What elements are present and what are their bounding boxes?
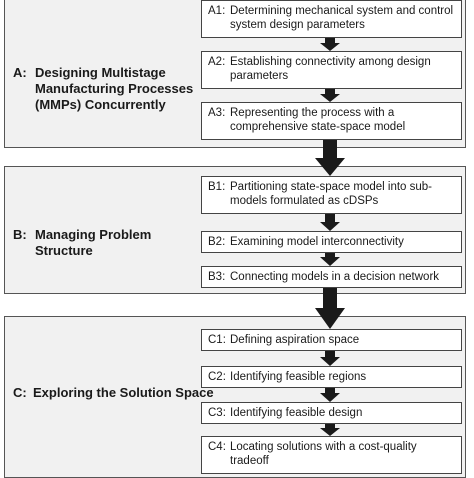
step-c4-code: C4: (208, 441, 226, 453)
section-a-title-line-2: Manufacturing Processes (35, 81, 194, 96)
section-c-title-line-1: Exploring the Solution Space (33, 385, 214, 400)
section-c-label: C: Exploring the Solution Space (13, 385, 214, 401)
step-c4: C4: Locating solutions with a cost-qualit… (201, 436, 462, 474)
step-b3-code: B3: (208, 271, 226, 283)
section-a-title-line-1: Designing Multistage (35, 65, 166, 80)
step-a1-code: A1: (208, 5, 226, 17)
step-c2-code: C2: (208, 371, 226, 383)
section-a-letter: A: (13, 65, 27, 80)
step-c1-code: C1: (208, 334, 226, 346)
step-c1-text: Defining aspiration space (230, 334, 360, 346)
step-a2-text: Establishing connectivity among design p… (230, 56, 431, 82)
step-b1: B1: Partitioning state-space model into s… (201, 176, 462, 214)
step-a3-text: Representing the process with a comprehe… (230, 107, 406, 133)
step-a2-code: A2: (208, 56, 226, 68)
step-b2-code: B2: (208, 236, 226, 248)
step-a2: A2: Establishing connectivity among desig… (201, 51, 462, 89)
section-b-letter: B: (13, 227, 27, 242)
section-b-title-line-2: Structure (35, 243, 93, 258)
step-c4-text: Locating solutions with a cost-quality t… (230, 441, 417, 467)
step-b1-code: B1: (208, 181, 226, 193)
step-a1-text: Determining mechanical system and contro… (230, 5, 454, 31)
step-b3-text: Connecting models in a decision network (230, 271, 440, 283)
section-a-label: A: Designing Multistage Manufacturing Pro… (13, 65, 193, 113)
step-c3-code: C3: (208, 407, 226, 419)
step-c3-text: Identifying feasible design (230, 407, 363, 419)
step-b3: B3: Connecting models in a decision netwo… (201, 266, 462, 288)
section-c-letter: C: (13, 385, 27, 400)
step-b2: B2: Examining model interconnectivity (201, 231, 462, 253)
step-b2-text: Examining model interconnectivity (230, 236, 404, 248)
step-c2-text: Identifying feasible regions (230, 371, 367, 383)
step-a3-code: A3: (208, 107, 226, 119)
section-a-title-line-3: (MMPs) Concurrently (35, 97, 166, 112)
step-b1-text: Partitioning state-space model into sub-… (230, 181, 432, 207)
step-c3: C3: Identifying feasible design (201, 402, 462, 424)
step-a3: A3: Representing the process with a compr… (201, 102, 462, 140)
section-b-label: B: Managing Problem Structure (13, 227, 151, 259)
step-a1: A1: Determining mechanical system and con… (201, 0, 462, 38)
section-b-title-line-1: Managing Problem (35, 227, 152, 242)
step-c1: C1: Defining aspiration space (201, 329, 462, 351)
step-c2: C2: Identifying feasible regions (201, 366, 462, 388)
